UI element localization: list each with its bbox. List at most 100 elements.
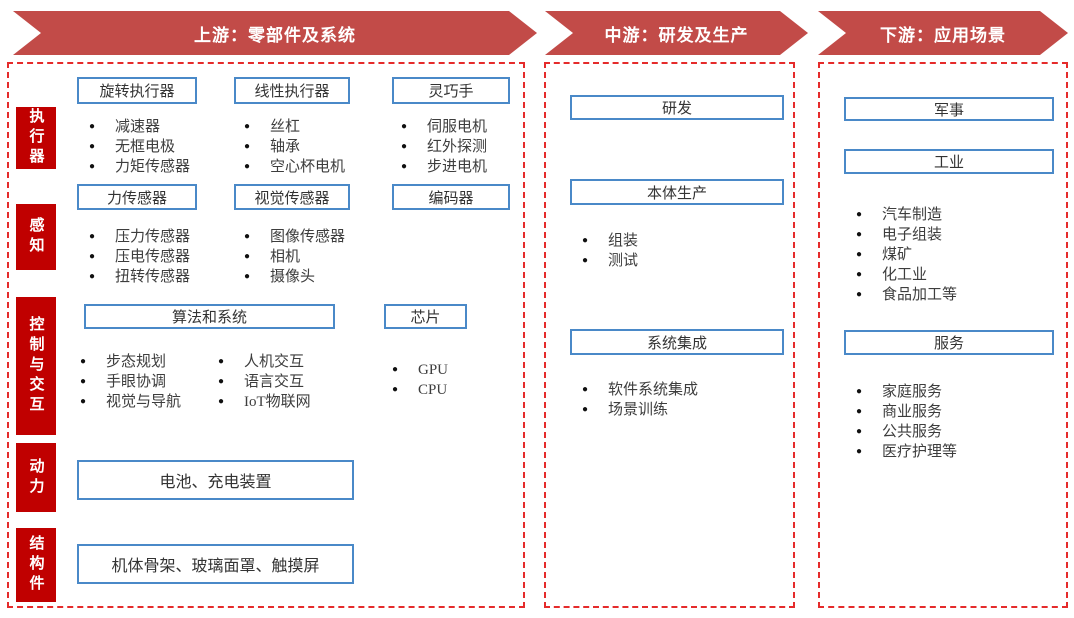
bullet-icon: ● <box>89 231 96 242</box>
bullet-icon: ● <box>582 384 589 395</box>
arrow-downstream-label: 下游：应用场景 <box>880 25 1006 45</box>
bullet-icon: ● <box>856 406 863 417</box>
bullet-text: 电子组装 <box>882 227 943 243</box>
box-chip: 芯片 <box>384 304 467 329</box>
bullet-icon: ● <box>218 376 225 387</box>
bullet-icon: ● <box>89 121 96 132</box>
bullet-item: ●CPU <box>392 380 448 400</box>
bullet-item: ● 医疗护理等 <box>856 442 957 462</box>
bullet-item: ●电子组装 <box>856 225 957 245</box>
box-force-sensor: 力传感器 <box>77 184 197 210</box>
category-block-structure: 结构件 <box>16 528 56 602</box>
bullet-text: 摄像头 <box>270 269 316 285</box>
bullet-icon: ● <box>244 161 251 172</box>
bullet-item: ● 红外探测 <box>401 137 487 157</box>
bullet-icon: ● <box>218 356 225 367</box>
bullet-icon: ● <box>401 161 408 172</box>
bullet-text: 医疗护理等 <box>882 444 958 460</box>
category-block-actuator: 执行器 <box>16 107 56 169</box>
bullet-text: 无框电极 <box>115 139 176 155</box>
bullet-icon: ● <box>218 396 225 407</box>
bullet-item: ● 减速器 <box>89 117 190 137</box>
bullet-text: 组装 <box>608 233 639 249</box>
panel-downstream: 军事 工业 ●汽车制造●电子组装●煤矿●化工业●食品加工等 服务 ●家庭服务●商… <box>818 62 1068 608</box>
dexterous-hand-list: ●伺服电机●红外探测●步进电机 <box>401 117 487 177</box>
bullet-item: ●步态规划 <box>80 352 181 372</box>
bullet-icon: ● <box>80 396 87 407</box>
bullet-text: 压力传感器 <box>115 229 191 245</box>
bullet-item: ●手眼协调 <box>80 372 181 392</box>
bullet-icon: ● <box>401 141 408 152</box>
bullet-item: ●轴承 <box>244 137 345 157</box>
bullet-icon: ● <box>856 209 863 220</box>
bullet-icon: ● <box>392 384 399 395</box>
bullet-icon: ● <box>89 251 96 262</box>
bullet-text: 手眼协调 <box>106 374 167 390</box>
category-block-power: 动力 <box>16 443 56 512</box>
bullet-text: 图像传感器 <box>270 229 346 245</box>
box-service: 服务 <box>844 330 1054 355</box>
bullet-item: ●GPU <box>392 360 448 380</box>
bullet-item: ● 视觉与导航 <box>80 392 181 412</box>
box-body-production: 本体生产 <box>570 179 784 205</box>
bullet-icon: ● <box>856 386 863 397</box>
bullet-text: 商业服务 <box>882 404 943 420</box>
panel-upstream: 执行器 感知 控制与交互 动力 结构件 旋转执行器 线性执行器 灵巧手 ●减速器… <box>7 62 525 608</box>
bullet-text: 力矩传感器 <box>115 159 191 175</box>
bullet-item: ●家庭服务 <box>856 382 957 402</box>
bullet-text: 食品加工等 <box>882 287 958 303</box>
bullet-icon: ● <box>401 121 408 132</box>
bullet-item: ●IoT物联网 <box>218 392 311 412</box>
bullet-item: ●组装 <box>582 231 638 251</box>
bullet-item: ● 相机 <box>244 247 345 267</box>
bullet-icon: ● <box>89 271 96 282</box>
bullet-item: ●煤矿 <box>856 245 957 265</box>
chip-list: ●GPU●CPU <box>392 360 448 400</box>
body-production-list: ●组装●测试 <box>582 231 638 271</box>
bullet-icon: ● <box>856 289 863 300</box>
bullet-icon: ● <box>244 271 251 282</box>
bullet-icon: ● <box>582 404 589 415</box>
box-encoder: 编码器 <box>392 184 510 210</box>
system-integration-list: ●软件系统集成●场景训练 <box>582 380 698 420</box>
bullet-icon: ● <box>89 161 96 172</box>
bullet-text: 视觉与导航 <box>106 394 182 410</box>
bullet-text: GPU <box>418 362 449 378</box>
bullet-icon: ● <box>244 141 251 152</box>
bullet-item: ●化工业 <box>856 265 957 285</box>
arrow-upstream-label: 上游：零部件及系统 <box>194 25 356 45</box>
bullet-text: 红外探测 <box>427 139 488 155</box>
box-vision-sensor: 视觉传感器 <box>234 184 350 210</box>
bullet-item: ● 压电传感器 <box>89 247 190 267</box>
bullet-item: ●空心杯电机 <box>244 157 345 177</box>
algorithm-list-b: ●人机交互●语言交互●IoT物联网 <box>218 352 311 412</box>
bullet-item: ● 力矩传感器 <box>89 157 190 177</box>
bullet-text: 丝杠 <box>270 119 301 135</box>
arrow-midstream: 中游：研发及生产 <box>545 11 808 55</box>
bullet-text: 公共服务 <box>882 424 943 440</box>
bullet-text: 煤矿 <box>882 247 913 263</box>
bullet-item: ● 摄像头 <box>244 267 345 287</box>
bullet-item: ●测试 <box>582 251 638 271</box>
box-rnd: 研发 <box>570 95 784 120</box>
bullet-text: 步态规划 <box>106 354 167 370</box>
bullet-item: ● 伺服电机 <box>401 117 487 137</box>
bullet-text: 化工业 <box>882 267 928 283</box>
arrow-upstream: 上游：零部件及系统 <box>13 11 537 55</box>
bullet-text: 减速器 <box>115 119 161 135</box>
category-block-perception: 感知 <box>16 204 56 270</box>
bullet-icon: ● <box>244 251 251 262</box>
bullet-text: 相机 <box>270 249 301 265</box>
bullet-item: ●无框电极 <box>89 137 190 157</box>
bullet-text: 场景训练 <box>608 402 669 418</box>
algorithm-list-a: ●步态规划●手眼协调 ● 视觉与导航 <box>80 352 181 412</box>
linear-actuator-list: ● 丝杠 ●轴承●空心杯电机 <box>244 117 345 177</box>
bullet-text: 伺服电机 <box>427 119 488 135</box>
bullet-text: 语言交互 <box>244 374 305 390</box>
bullet-icon: ● <box>856 446 863 457</box>
bullet-icon: ● <box>244 231 251 242</box>
bullet-text: 扭转传感器 <box>115 269 191 285</box>
bullet-text: 压电传感器 <box>115 249 191 265</box>
bullet-item: ●人机交互 <box>218 352 311 372</box>
